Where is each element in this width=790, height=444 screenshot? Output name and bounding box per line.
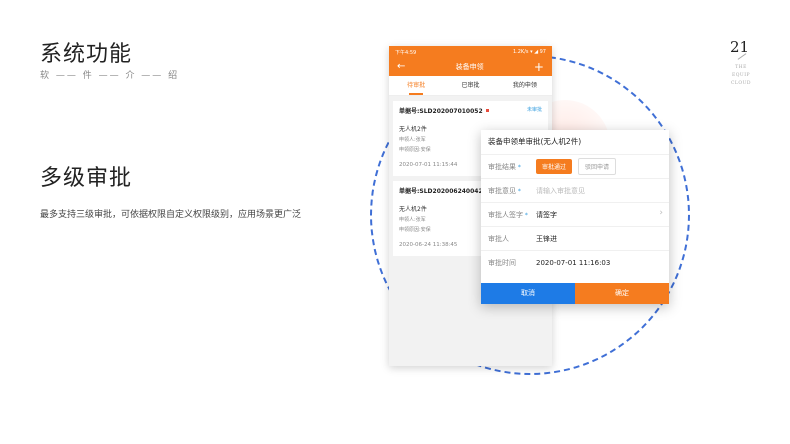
approval-dialog: 装备申领单审批(无人机2件) 审批结果 * 审批通过 驳回申请 审批意见 * 请… bbox=[481, 130, 669, 304]
signature-label-text: 审批人签字 bbox=[488, 210, 523, 219]
order-number-text: 单据号:SLD202006240042 bbox=[399, 188, 483, 195]
nav-title: 装备申领 bbox=[455, 63, 484, 71]
item-name: 无人机2件 bbox=[399, 126, 427, 133]
reason: 申领原因:安保 bbox=[399, 227, 431, 233]
order-number-text: 单据号:SLD202007010052 bbox=[399, 108, 483, 115]
opinion-label-text: 审批意见 bbox=[488, 186, 516, 195]
result-label: 审批结果 * bbox=[488, 162, 536, 172]
approver-label: 审批人 bbox=[488, 234, 509, 243]
cancel-button[interactable]: 取消 bbox=[481, 283, 575, 304]
tab-pending[interactable]: 待审批 bbox=[389, 76, 443, 95]
page-number: 21 bbox=[730, 38, 750, 56]
item-name: 无人机2件 bbox=[399, 206, 427, 213]
brand-text: THE EQUIP CLOUD bbox=[730, 65, 752, 86]
status-bar: 下午4:59 1.2K/s ▾ ◢ 97 bbox=[389, 46, 552, 58]
approve-pill-button[interactable]: 审批通过 bbox=[536, 159, 573, 174]
signature-value: 请签字 bbox=[536, 210, 557, 219]
status-time: 下午4:59 bbox=[395, 49, 417, 56]
nav-bar: ← 装备申领 + bbox=[389, 58, 552, 76]
confirm-button[interactable]: 确定 bbox=[575, 283, 669, 304]
required-marker: * bbox=[516, 163, 521, 171]
flag-icon bbox=[485, 109, 489, 112]
required-marker: * bbox=[523, 211, 528, 219]
tab-my-requests[interactable]: 我的申领 bbox=[512, 82, 537, 89]
slide-title: 系统功能 bbox=[40, 42, 133, 67]
section-heading: 多级审批 bbox=[40, 166, 133, 191]
opinion-row: 审批意见 * 请输入审批意见 bbox=[481, 178, 669, 202]
plus-icon[interactable]: + bbox=[533, 60, 544, 74]
required-marker: * bbox=[516, 187, 521, 195]
result-label-text: 审批结果 bbox=[488, 162, 516, 171]
dialog-title: 装备申领单审批(无人机2件) bbox=[488, 137, 582, 146]
opinion-input[interactable]: 请输入审批意见 bbox=[536, 186, 585, 195]
timestamp: 2020-07-01 11:15:44 bbox=[399, 162, 458, 168]
time-label: 审批时间 bbox=[488, 258, 516, 267]
timestamp: 2020-06-24 11:38:45 bbox=[399, 242, 458, 248]
section-description: 最多支持三级审批，可依据权限自定义权限级别，应用场景更广泛 bbox=[40, 210, 302, 220]
chevron-right-icon: › bbox=[659, 208, 663, 218]
tab-approved[interactable]: 已审批 bbox=[461, 82, 480, 89]
dialog-actions: 取消 确定 bbox=[481, 283, 669, 304]
time-value: 2020-07-01 11:16:03 bbox=[536, 258, 611, 267]
slide-subtitle: 软 —— 件 —— 介 —— 绍 bbox=[40, 71, 180, 81]
applicant: 申领人:张军 bbox=[399, 137, 426, 143]
reason: 申领原因:安保 bbox=[399, 147, 431, 153]
status-badge: 未审批 bbox=[526, 107, 542, 113]
status-indicators: 1.2K/s ▾ ◢ 97 bbox=[512, 49, 546, 55]
applicant: 申领人:张军 bbox=[399, 217, 426, 223]
reject-pill-button[interactable]: 驳回申请 bbox=[578, 158, 617, 175]
approver-row: 审批人 王锋进 bbox=[481, 226, 669, 250]
back-arrow-icon[interactable]: ← bbox=[397, 61, 406, 72]
signature-row[interactable]: 审批人签字 * 请签字 › bbox=[481, 202, 669, 226]
approver-value: 王锋进 bbox=[536, 234, 557, 243]
result-row: 审批结果 * 审批通过 驳回申请 bbox=[481, 154, 669, 178]
opinion-label: 审批意见 * bbox=[488, 186, 536, 196]
signature-label: 审批人签字 * bbox=[488, 210, 536, 220]
time-row: 审批时间 2020-07-01 11:16:03 bbox=[481, 250, 669, 274]
tab-bar: 待审批 已审批 我的申领 bbox=[389, 76, 552, 96]
order-number: 单据号:SLD202007010052 bbox=[399, 106, 542, 115]
